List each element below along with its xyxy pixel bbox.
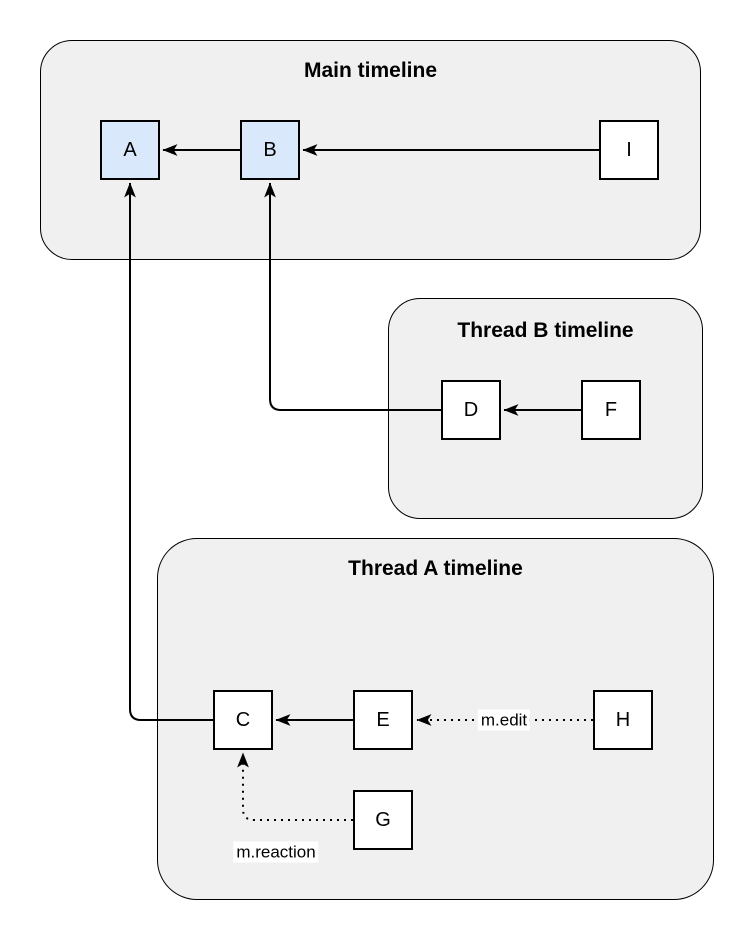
node-a: A [100,120,160,180]
edge-label-m-edit: m.edit [477,709,531,731]
node-i-label: I [626,138,632,161]
node-d-label: D [463,398,479,421]
node-e-label: E [376,708,390,731]
node-i: I [599,120,659,180]
node-g: G [353,790,413,850]
container-thread-b-timeline: Thread B timeline [388,298,703,519]
container-thread-a-timeline-title: Thread A timeline [348,557,523,580]
node-g-label: G [375,808,391,831]
node-c: C [213,690,273,750]
container-thread-b-timeline-title: Thread B timeline [457,319,634,342]
node-d: D [441,380,501,440]
container-main-timeline-title: Main timeline [303,59,438,82]
node-b-label: B [263,138,277,161]
node-c-label: C [235,708,251,731]
node-h-label: H [615,708,631,731]
node-b: B [240,120,300,180]
edge-label-m-reaction: m.reaction [233,841,319,863]
node-f: F [581,380,641,440]
node-h: H [593,690,653,750]
node-e: E [353,690,413,750]
node-f-label: F [604,398,618,421]
node-a-label: A [123,138,137,161]
